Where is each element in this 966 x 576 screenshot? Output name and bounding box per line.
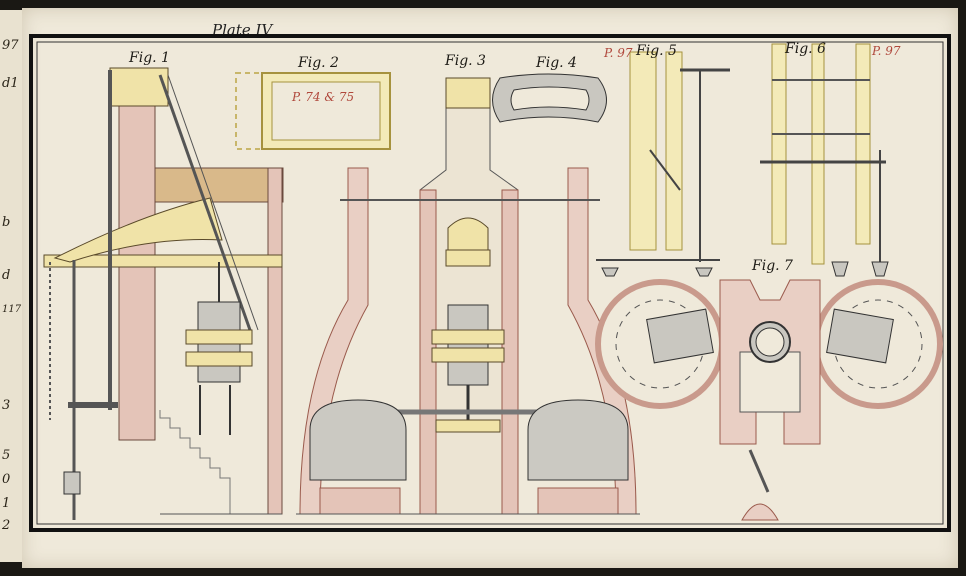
margin-note: d: [2, 268, 11, 283]
fig6-valve-frame: [760, 43, 889, 277]
margin-note: 3: [2, 398, 11, 413]
fig5-page-ref: P. 97: [604, 46, 633, 60]
fig7-label: Fig. 7: [752, 258, 793, 274]
margin-note: 0: [2, 472, 11, 487]
margin-note: 2: [2, 518, 11, 533]
fig6-label: Fig. 6: [785, 41, 826, 57]
fig6-page-ref: P. 97: [872, 44, 901, 58]
fig4-label: Fig. 4: [536, 55, 577, 71]
margin-note: 97: [2, 38, 19, 53]
fig1-label: Fig. 1: [129, 50, 170, 66]
fig3-label: Fig. 3: [445, 53, 486, 69]
margin-note: 1: [2, 496, 11, 511]
margin-note: d1: [2, 76, 19, 91]
fig5-label: Fig. 5: [636, 43, 677, 59]
plate-inner-frame: [36, 41, 944, 525]
fig2-frame-plan: [235, 72, 391, 150]
fig7-plan: [595, 279, 943, 521]
fig5-valve-gear: [596, 51, 730, 277]
fig4-ring: [492, 73, 607, 123]
fig3-boilers: [296, 77, 640, 515]
margin-note: 5: [2, 448, 11, 463]
fig2-page-ref: P. 74 & 75: [292, 90, 355, 104]
margin-note: 117: [2, 304, 22, 315]
plate-frame: [29, 34, 951, 532]
fig1-beam-engine: [43, 67, 284, 520]
margin-note: b: [2, 215, 11, 230]
fig2-label: Fig. 2: [298, 55, 339, 71]
